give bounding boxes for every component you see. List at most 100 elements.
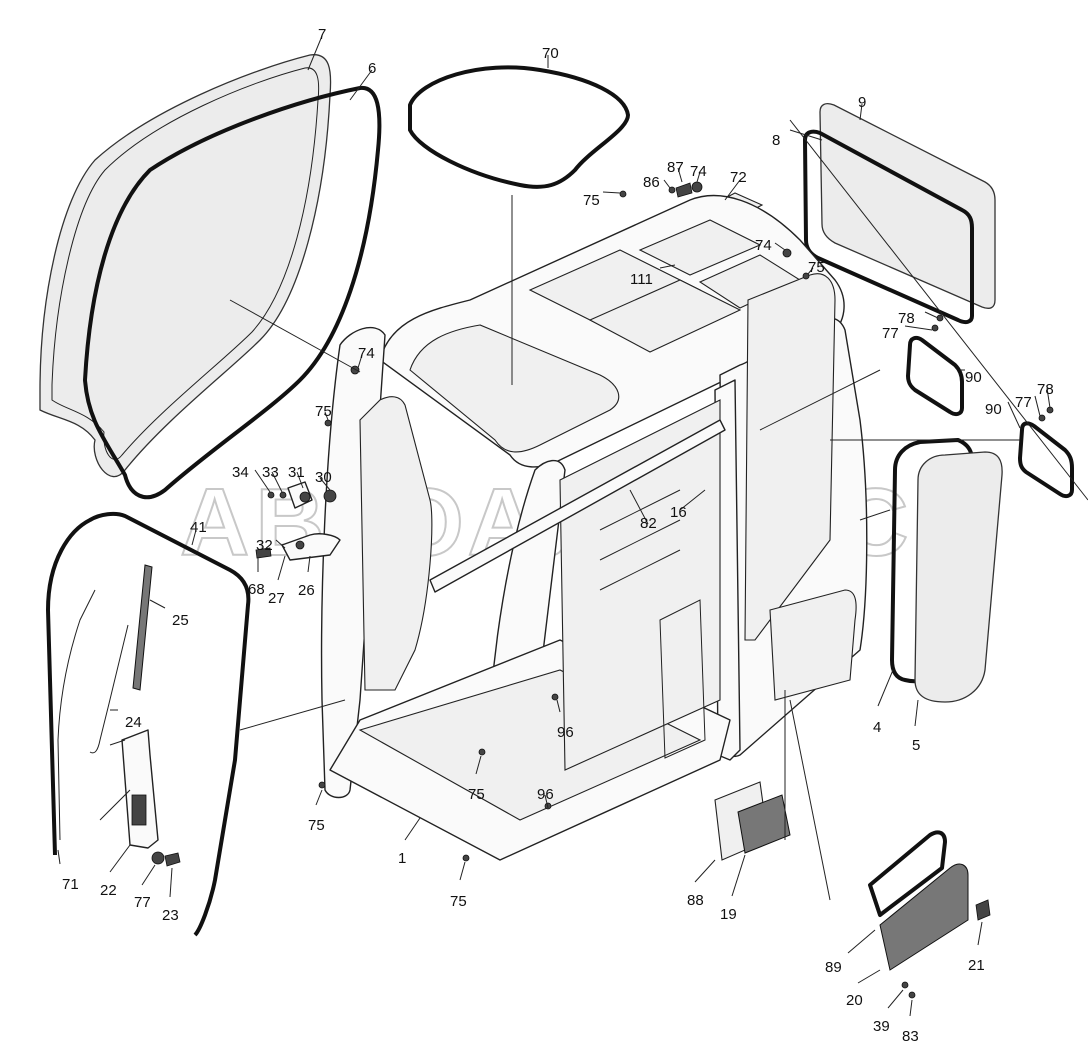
callout-c77a: 77 — [882, 325, 899, 342]
callout-c87: 87 — [667, 159, 684, 176]
callout-c78a: 78 — [898, 310, 915, 327]
bolt-75 — [619, 190, 627, 198]
callout-c30: 30 — [315, 469, 332, 486]
leader-c77c — [141, 864, 156, 886]
leader-c75f — [459, 861, 466, 881]
part-6-windshield-seal — [83, 85, 382, 500]
leader-c16 — [679, 489, 706, 511]
part-90-small-seal-lower — [1018, 421, 1074, 499]
leader-c96a — [556, 699, 561, 713]
callout-c72: 72 — [730, 169, 747, 186]
leader-c26 — [307, 555, 311, 573]
callout-c96a: 96 — [557, 724, 574, 741]
leader-c31 — [296, 471, 304, 489]
washer-86 — [668, 186, 676, 194]
leader-c7 — [307, 35, 323, 71]
leader-c87 — [677, 167, 683, 183]
leader-c9 — [859, 103, 863, 121]
part-39-washer — [901, 981, 909, 989]
washer-77 — [1038, 414, 1046, 422]
callout-c111: 111 — [630, 271, 653, 288]
leader-c90b — [1007, 401, 1021, 429]
leader-c74a — [696, 171, 701, 183]
leader-lines — [57, 35, 1088, 1017]
part-1-cab-frame — [320, 194, 868, 861]
callout-c77b: 77 — [1015, 394, 1032, 411]
leader-c41 — [191, 529, 197, 546]
leader-c75d — [475, 755, 482, 775]
callout-c19: 19 — [720, 906, 737, 923]
part-83-screw — [908, 991, 916, 999]
leader-c4 — [877, 669, 894, 707]
leader-c74b — [774, 242, 786, 251]
part-20-inlet-cover — [879, 863, 969, 971]
bolt-75 — [802, 272, 810, 280]
leader-c1 — [404, 817, 421, 841]
part-7-front-glass — [39, 54, 332, 478]
callout-c78b: 78 — [1037, 381, 1054, 398]
callout-c4: 4 — [873, 719, 881, 736]
callout-c23: 23 — [162, 907, 179, 924]
callout-c75b: 75 — [808, 259, 825, 276]
bolt-75 — [324, 419, 332, 427]
part-22-wiper-motor — [109, 729, 159, 849]
leader-c75e — [315, 789, 323, 806]
leader-c74c — [357, 354, 363, 369]
bolt-75 — [478, 748, 486, 756]
assembly-leader-8 — [759, 369, 881, 431]
washer-77 — [931, 324, 939, 332]
leader-c88 — [694, 859, 716, 883]
part-25-wiper-blade — [132, 564, 153, 691]
leader-c82 — [629, 489, 649, 525]
callout-c88: 88 — [687, 892, 704, 909]
assembly-leader-0 — [229, 299, 361, 373]
assembly-leader-4 — [99, 789, 131, 821]
leader-c72 — [724, 179, 741, 201]
leader-c77b — [1034, 395, 1041, 417]
leader-c32 — [275, 539, 286, 549]
part-24-wiper-arm — [89, 624, 129, 754]
bolt-75 — [462, 854, 470, 862]
leader-c39 — [887, 989, 904, 1009]
leader-c30 — [319, 477, 331, 491]
callout-c6: 6 — [368, 60, 376, 77]
part-41-door-seal — [46, 511, 251, 937]
bolt-75 — [318, 781, 326, 789]
part-71-rail — [57, 589, 96, 841]
leader-c23 — [169, 867, 173, 898]
leader-c78a — [924, 311, 939, 319]
leader-c27 — [277, 555, 286, 581]
assembly-leader-2 — [789, 119, 1088, 501]
callout-c16: 16 — [670, 504, 687, 521]
leader-c6 — [349, 69, 373, 101]
leader-c21 — [977, 921, 983, 946]
callout-c74c: 74 — [358, 345, 375, 362]
leader-c96b — [544, 794, 549, 809]
part-90-small-seal-upper — [906, 335, 964, 417]
callout-c77c: 77 — [134, 894, 151, 911]
leader-c71 — [57, 849, 61, 865]
leader-c19 — [731, 854, 746, 897]
callout-c20: 20 — [846, 992, 863, 1009]
callout-c8: 8 — [772, 132, 780, 149]
callout-c74a: 74 — [690, 163, 707, 180]
part-5-side-glass — [914, 451, 1003, 703]
leader-c86 — [663, 179, 671, 189]
leader-c83 — [909, 999, 913, 1017]
callout-c82: 82 — [640, 515, 657, 532]
callout-c74b: 74 — [755, 237, 772, 254]
callout-c9: 9 — [858, 94, 866, 111]
callout-c86: 86 — [643, 174, 660, 191]
assembly-leader-3 — [239, 699, 346, 731]
callout-c90a: 90 — [965, 369, 982, 386]
callout-c75c: 75 — [315, 403, 332, 420]
nut-96 — [551, 693, 559, 701]
part-9-rear-glass — [819, 103, 996, 309]
callout-c1: 1 — [398, 850, 406, 867]
stud-74 — [782, 248, 792, 258]
callout-c75d: 75 — [468, 786, 485, 803]
part-23-bolt — [164, 852, 181, 867]
callout-c96b: 96 — [537, 786, 554, 803]
